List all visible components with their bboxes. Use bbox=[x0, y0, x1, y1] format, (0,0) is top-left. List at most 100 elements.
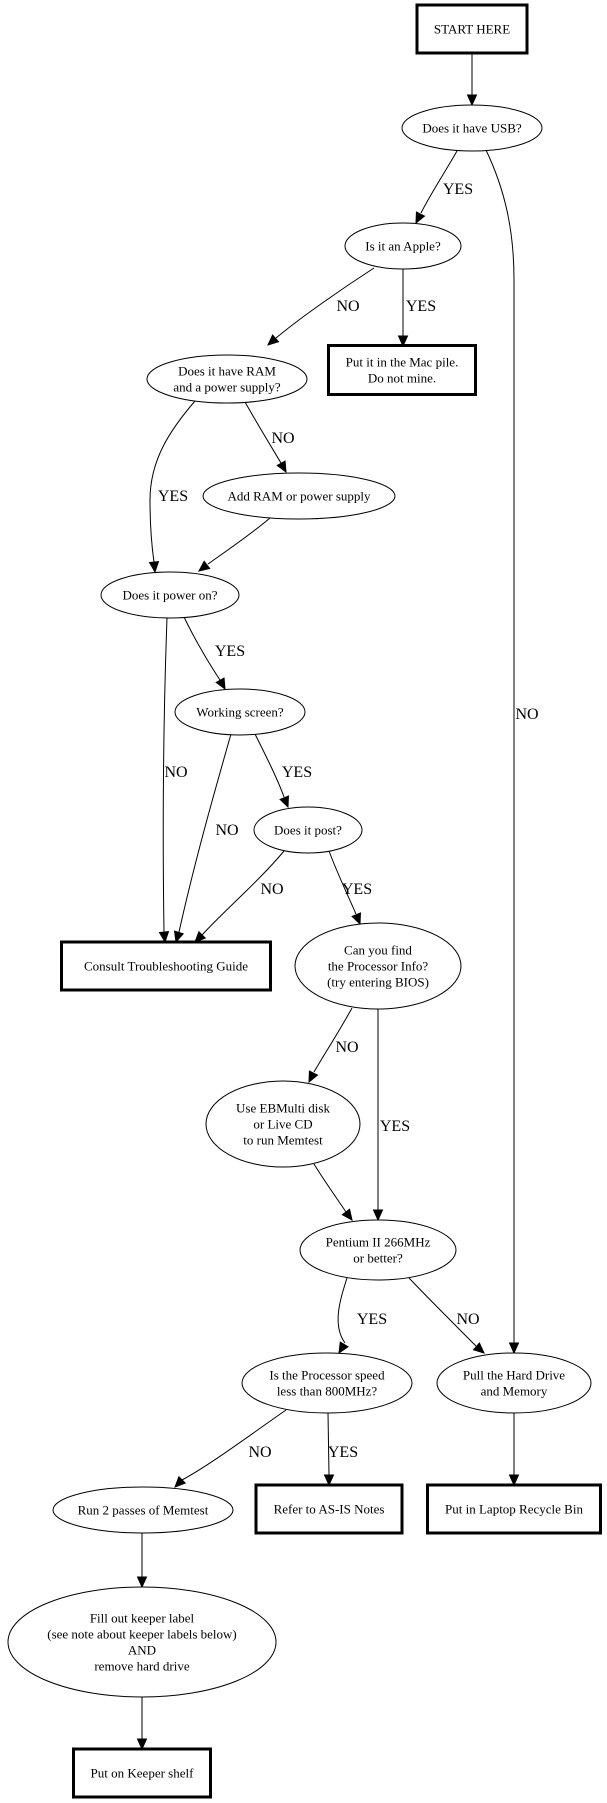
edge-label-no: NO bbox=[271, 430, 294, 447]
edge-post-to-procinfo bbox=[328, 850, 361, 926]
edge-keeperlabel-to-keepershelf bbox=[136, 1697, 148, 1751]
arrowhead-icon bbox=[323, 1474, 335, 1487]
node-text-line: (try entering BIOS) bbox=[327, 975, 429, 990]
node-text-line: Refer to AS-IS Notes bbox=[274, 1502, 385, 1517]
node-text-line: remove hard drive bbox=[94, 1659, 190, 1674]
node-keepershelf: Put on Keeper shelf bbox=[72, 1747, 212, 1799]
node-text-line: Fill out keeper label bbox=[90, 1611, 195, 1626]
node-start: START HERE bbox=[415, 3, 529, 55]
edge-label-no: NO bbox=[515, 706, 538, 723]
edge-power-to-trouble bbox=[158, 617, 170, 944]
arrowhead-icon bbox=[158, 931, 170, 944]
edge-power-to-screen bbox=[183, 616, 226, 691]
arrowhead-icon bbox=[341, 1208, 353, 1221]
edge-screen-to-trouble bbox=[173, 733, 232, 944]
node-text-line: or better? bbox=[353, 1251, 403, 1266]
arrowhead-icon bbox=[198, 560, 211, 572]
node-post: Does it post? bbox=[253, 806, 363, 854]
edge-screen-to-post bbox=[254, 733, 289, 809]
ellipse-shape bbox=[205, 1080, 361, 1168]
edge-label-yes: YES bbox=[282, 764, 312, 781]
node-text-line: Use EBMulti disk bbox=[236, 1101, 330, 1116]
node-text-line: (see note about keeper labels below) bbox=[47, 1627, 237, 1642]
arrowhead-icon bbox=[372, 1209, 384, 1222]
node-text-line: Run 2 passes of Memtest bbox=[78, 1503, 209, 1518]
edge-label-yes: YES bbox=[342, 881, 372, 898]
node-text-line: Add RAM or power supply bbox=[228, 489, 371, 504]
edge-line bbox=[149, 400, 196, 563]
edge-start-to-usb bbox=[466, 53, 478, 107]
arrowhead-icon bbox=[338, 1341, 349, 1355]
edge-usb-to-pull bbox=[485, 149, 520, 1355]
edge-label-yes: YES bbox=[158, 488, 188, 505]
edge-label-no: NO bbox=[336, 298, 359, 315]
node-text-line: Does it have RAM bbox=[178, 364, 276, 379]
edge-label-yes: YES bbox=[443, 181, 473, 198]
ellipse-shape bbox=[174, 688, 306, 736]
edge-line bbox=[201, 850, 285, 936]
node-text-line: Do not mine. bbox=[368, 371, 436, 386]
node-usb: Does it have USB? bbox=[401, 104, 543, 152]
edge-label-yes: YES bbox=[406, 298, 436, 315]
arrowhead-icon bbox=[472, 1342, 485, 1354]
edge-line bbox=[337, 1277, 348, 1344]
arrowhead-icon bbox=[308, 1070, 319, 1084]
box-shape bbox=[72, 1747, 212, 1799]
node-power: Does it power on? bbox=[100, 571, 240, 619]
node-text-line: less than 800MHz? bbox=[277, 1384, 378, 1399]
node-text-line: Consult Troubleshooting Guide bbox=[84, 959, 248, 974]
arrowhead-icon bbox=[136, 1738, 148, 1751]
edge-label-no: NO bbox=[335, 1039, 358, 1056]
node-screen: Working screen? bbox=[174, 688, 306, 736]
arrowhead-icon bbox=[508, 1342, 520, 1355]
ellipse-shape bbox=[146, 354, 308, 404]
edge-line bbox=[178, 733, 232, 933]
edge-label-yes: YES bbox=[357, 1311, 387, 1328]
edge-line bbox=[485, 149, 515, 1343]
edge-ebmulti-to-pentium bbox=[313, 1163, 353, 1221]
ellipse-shape bbox=[253, 806, 363, 854]
ellipse-shape bbox=[7, 1586, 277, 1698]
edge-line bbox=[420, 150, 458, 214]
edge-line bbox=[254, 733, 285, 798]
arrowhead-icon bbox=[194, 930, 207, 943]
ellipse-shape bbox=[344, 222, 462, 270]
edge-line bbox=[313, 1163, 347, 1213]
node-text-line: the Processor Info? bbox=[328, 959, 429, 974]
box-shape bbox=[415, 3, 529, 55]
node-text-line: Does it power on? bbox=[123, 588, 218, 603]
edge-ram-to-power bbox=[148, 400, 196, 574]
edge-apple-to-ram bbox=[267, 267, 375, 346]
edge-line bbox=[328, 850, 357, 915]
box-shape bbox=[254, 1483, 404, 1535]
node-text-line: and Memory bbox=[481, 1384, 548, 1399]
node-mac: Put it in the Mac pile.Do not mine. bbox=[327, 344, 477, 396]
edge-label-no: NO bbox=[456, 1311, 479, 1328]
edge-line bbox=[162, 617, 168, 933]
node-asis: Refer to AS-IS Notes bbox=[254, 1483, 404, 1535]
box-shape bbox=[60, 940, 272, 992]
edge-line bbox=[313, 1007, 353, 1073]
edge-line bbox=[408, 1277, 477, 1347]
node-text-line: Working screen? bbox=[196, 705, 284, 720]
node-text-line: Put it in the Mac pile. bbox=[346, 355, 459, 370]
ellipse-shape bbox=[436, 1352, 592, 1414]
ellipse-shape bbox=[52, 1486, 234, 1534]
edge-usb-to-apple bbox=[415, 150, 458, 225]
ellipse-shape bbox=[294, 922, 462, 1010]
node-apple: Is it an Apple? bbox=[344, 222, 462, 270]
node-text-line: Does it have USB? bbox=[422, 121, 522, 136]
node-text-line: Is it an Apple? bbox=[365, 239, 441, 254]
edge-procinfo-to-pentium bbox=[372, 1009, 384, 1222]
edge-line bbox=[244, 401, 282, 464]
node-text-line: Put on Keeper shelf bbox=[91, 1766, 195, 1781]
node-text-line: Does it post? bbox=[274, 823, 342, 838]
node-text-line: Pull the Hard Drive bbox=[463, 1368, 565, 1383]
arrowhead-icon bbox=[136, 1576, 148, 1589]
edge-label-no: NO bbox=[215, 822, 238, 839]
edge-ram-to-addram bbox=[244, 401, 287, 474]
